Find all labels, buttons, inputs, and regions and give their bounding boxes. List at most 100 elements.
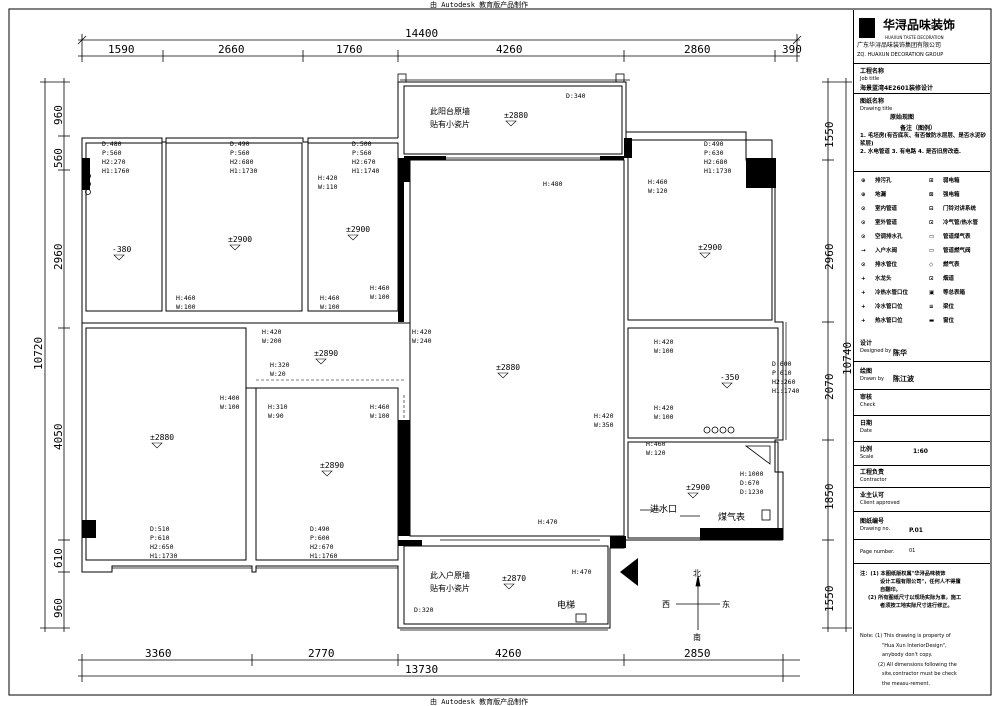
page-value: 01 bbox=[909, 548, 916, 554]
room-a-info-3: H1:1760 bbox=[102, 167, 129, 175]
scale-cell: 比例 Scale 1:60 bbox=[853, 442, 990, 466]
legend-label-b: 窗位 bbox=[943, 318, 955, 324]
dim-top-total: 14400 bbox=[405, 27, 438, 40]
legend-label-b: 强电箱 bbox=[943, 192, 960, 198]
bedroom-bl-info-2: H2:650 bbox=[150, 543, 174, 551]
legend-row: ⊕地漏⊠强电箱 bbox=[853, 188, 990, 202]
dim-left-1: 960 bbox=[52, 105, 65, 125]
room-c-w2: W:100 bbox=[370, 293, 390, 301]
room-a-info-0: D:480 bbox=[102, 140, 122, 148]
note-en-5: the measu-rement. bbox=[882, 680, 931, 687]
legend-label-a: 入户水阀 bbox=[875, 248, 898, 254]
room-a-level: -380 bbox=[112, 245, 131, 254]
right-dimension-lines bbox=[822, 78, 852, 632]
room-c-w-top: W:110 bbox=[318, 183, 338, 191]
title-block-header: 华浔品味装饰 HUAXUN TASTE DECORATION 广东华浔品味装饰集… bbox=[853, 10, 990, 64]
room-c-h2: H:460 bbox=[370, 284, 390, 292]
approved-cell: 业主认可 Client approved bbox=[853, 488, 990, 512]
room-annotations: D:480 P:560 H2:270 H1:1760 -380 D:490 P:… bbox=[102, 92, 799, 614]
balcony-bottom-note-0: 此入户原墙 bbox=[430, 570, 470, 580]
left-dimension-lines bbox=[40, 78, 70, 632]
brand-logo bbox=[859, 18, 875, 38]
room-c-info-3: H1:1740 bbox=[352, 167, 379, 175]
bedroom-bl-level: ±2880 bbox=[150, 433, 174, 442]
legend-symbol-b: ▬ bbox=[929, 318, 935, 324]
utility-inlet: 进水口 bbox=[650, 503, 677, 515]
kitchen-h2: H:420 bbox=[654, 404, 674, 412]
legend-symbol-b: ⊠ bbox=[929, 192, 934, 198]
legend-row: ⊕排污孔⊞弱电箱 bbox=[853, 174, 990, 188]
page-cell: Page number. 01 bbox=[853, 540, 990, 564]
legend-symbol-a: + bbox=[861, 304, 866, 310]
kitchen-level: -350 bbox=[720, 373, 739, 382]
legend-symbol-a: ⊙ bbox=[861, 206, 866, 212]
windows bbox=[112, 79, 787, 631]
legend-symbol-b: ⊡ bbox=[929, 220, 934, 226]
room-tr-info-0: D:490 bbox=[704, 140, 724, 148]
dim-right-3: 2070 bbox=[823, 374, 836, 401]
legend-row: +冷水管口位≡梁位 bbox=[853, 300, 990, 314]
corridor-w3: W:240 bbox=[412, 337, 432, 345]
legend-symbol-a: ⊕ bbox=[861, 192, 866, 198]
balcony-bottom-level: ±2870 bbox=[502, 574, 526, 583]
room-c-level: ±2900 bbox=[346, 225, 370, 234]
bedroom-bl-h: H:400 bbox=[220, 394, 240, 402]
utility-level: ±2900 bbox=[686, 483, 710, 492]
entry-arrow bbox=[620, 558, 638, 586]
bedroom-bl-w: W:100 bbox=[220, 403, 240, 411]
dim-bottom-3: 4260 bbox=[495, 647, 522, 660]
legend-row: ⊙室内管道⊟门铃对讲系统 bbox=[853, 202, 990, 216]
bedroom-bm-info-0: D:490 bbox=[310, 525, 330, 533]
legend-symbol-b: ▭ bbox=[929, 248, 935, 254]
legend-symbol-b: ◇ bbox=[929, 262, 934, 268]
kitchen-w2: W:100 bbox=[654, 413, 674, 421]
legend-symbol-b: ≡ bbox=[929, 304, 934, 310]
living-h-top: H:480 bbox=[543, 180, 563, 188]
dim-right-4: 1850 bbox=[823, 484, 836, 511]
dim-left-3: 2960 bbox=[52, 244, 65, 271]
corridor-h2: H:320 bbox=[270, 361, 290, 369]
legend-note-2: 2. 水电管道 3. 有电路 4. 是否旧房改造. bbox=[860, 149, 961, 155]
pipe-dashed-lines bbox=[245, 330, 625, 560]
dim-top-5: 2860 bbox=[684, 43, 711, 56]
utility-box-2: D:1230 bbox=[740, 488, 764, 496]
dim-bottom-2: 2770 bbox=[308, 647, 335, 660]
utility-box-0: H:1000 bbox=[740, 470, 764, 478]
company-name-en: ZQ. HUAXUN DECORATION GROUP bbox=[857, 52, 944, 58]
utility-w: W:120 bbox=[646, 449, 666, 457]
living-h-bottom: H:470 bbox=[538, 518, 558, 526]
room-tr-info-3: H1:1730 bbox=[704, 167, 731, 175]
gas-meter-label: 煤气表 bbox=[718, 511, 745, 523]
dim-top-2: 2660 bbox=[218, 43, 245, 56]
utility-box-1: D:670 bbox=[740, 479, 760, 487]
legend-label-b: 门铃对讲系统 bbox=[943, 206, 977, 212]
room-c-h-top: H:420 bbox=[318, 174, 338, 182]
notes-en: Note: (1) This drawing is property of "H… bbox=[860, 632, 988, 689]
fixture-symbols bbox=[85, 73, 771, 623]
balcony-bottom-d: D:320 bbox=[414, 606, 434, 614]
designer-value: 陈华 bbox=[893, 349, 907, 357]
living-h-right: H:420 bbox=[594, 412, 614, 420]
legend-symbol-b: ⊞ bbox=[929, 178, 934, 184]
drawn-cell: 绘图 Drawn by 陈江波 bbox=[853, 362, 990, 390]
room-tr-info-1: P:630 bbox=[704, 149, 724, 157]
room-b-info-3: H1:1730 bbox=[230, 167, 257, 175]
balcony-top-level: ±2880 bbox=[504, 111, 528, 120]
approved-en: Client approved bbox=[860, 500, 900, 506]
balcony-bottom-note-1: 贴有小瓷片 bbox=[430, 583, 470, 593]
legend-symbol-a: + bbox=[861, 276, 866, 282]
contractor-label: 工程负责 bbox=[860, 469, 885, 476]
legend-symbol-a: + bbox=[861, 318, 866, 324]
job-title-en: Job title bbox=[860, 76, 880, 82]
kitchen-w1: W:100 bbox=[654, 347, 674, 355]
compass-east: 东 bbox=[722, 599, 730, 609]
legend-label-b: 等总表箱 bbox=[943, 290, 966, 296]
brand-name: 华浔品味装饰 bbox=[883, 18, 956, 32]
room-b-info-2: H2:680 bbox=[230, 158, 254, 166]
legend-row: +热水管口位▬窗位 bbox=[853, 314, 990, 328]
drawn-value: 陈江波 bbox=[893, 375, 914, 383]
job-title-value: 海景蓝湾4E2601装修设计 bbox=[860, 85, 933, 92]
bedroom-bl-info-1: P:610 bbox=[150, 534, 170, 542]
level-markers bbox=[113, 120, 733, 590]
